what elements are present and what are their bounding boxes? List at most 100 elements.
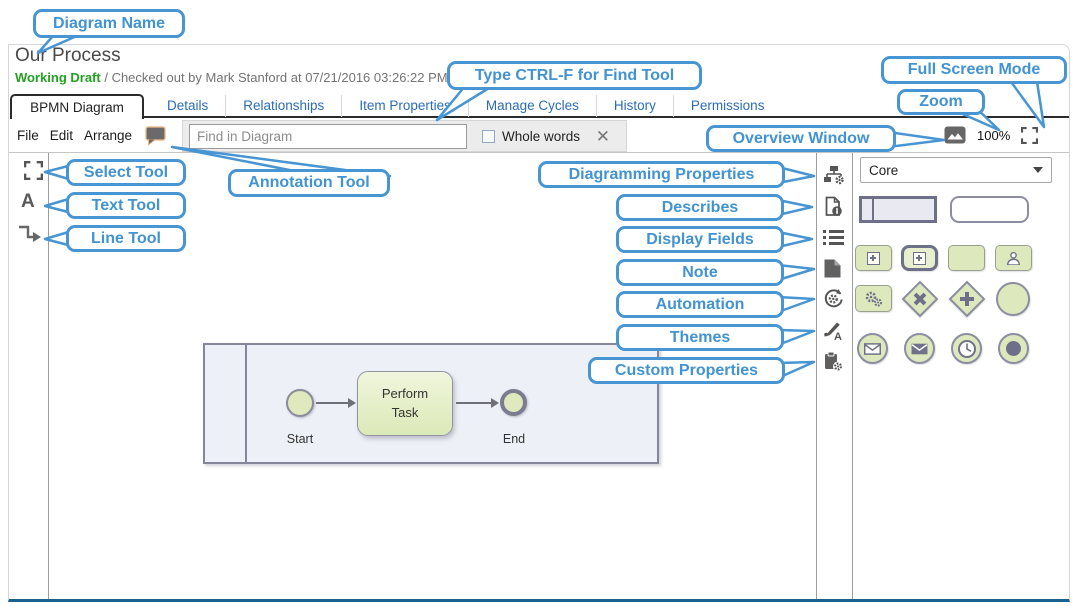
callout-custom-properties: Custom Properties: [588, 357, 785, 384]
text-tool-button[interactable]: A: [21, 191, 35, 213]
tab-details[interactable]: Details: [150, 94, 227, 117]
diagramming-properties-button[interactable]: [823, 165, 845, 187]
palette-shape-user-task[interactable]: [995, 245, 1032, 271]
envelope-filled-icon: [911, 343, 928, 354]
automation-button[interactable]: [823, 288, 845, 310]
display-fields-icon: [823, 230, 844, 245]
plus-box-icon: [913, 251, 926, 265]
palette-shape-start-event[interactable]: [996, 282, 1030, 316]
tab-bar: Details Relationships Item Properties Ma…: [150, 94, 781, 117]
tab-item-properties[interactable]: Item Properties: [342, 94, 469, 117]
whole-words-checkbox[interactable]: [482, 129, 495, 143]
callout-text-tool: Text Tool: [66, 192, 186, 219]
toolbar-separator: [9, 152, 1069, 153]
menu-edit[interactable]: Edit: [49, 128, 74, 143]
bpmn-task[interactable]: Perform Task: [357, 371, 453, 436]
tab-bpmn-diagram[interactable]: BPMN Diagram: [10, 94, 144, 119]
custom-properties-button[interactable]: [823, 351, 845, 373]
callout-find-tool: Type CTRL-F for Find Tool: [447, 61, 702, 90]
palette-shape-terminate-event[interactable]: [998, 333, 1029, 364]
plus-box-icon: [867, 251, 880, 265]
callout-themes: Themes: [616, 324, 784, 351]
speech-bubble-icon: [145, 126, 166, 147]
palette-shape-pool[interactable]: [859, 196, 937, 223]
zoom-level[interactable]: 100%: [977, 127, 1011, 143]
callout-diagramming-properties: Diagramming Properties: [538, 161, 785, 188]
find-toolbar: Whole words ✕: [182, 120, 627, 152]
whole-words-label: Whole words: [502, 128, 581, 144]
canvas-right-divider: [816, 153, 817, 599]
callout-note: Note: [616, 259, 784, 286]
start-event-label: Start: [286, 432, 314, 446]
callout-annotation-tool: Annotation Tool: [228, 169, 390, 197]
palette-shape-message-start-event[interactable]: [857, 333, 888, 364]
menu-file[interactable]: File: [17, 128, 39, 143]
checkout-info: / Checked out by Mark Stanford at 07/21/…: [104, 70, 448, 85]
sequence-flow-2[interactable]: [456, 398, 499, 408]
left-toolbar-divider: [48, 153, 49, 599]
plus-icon: [959, 291, 975, 307]
status-badge: Working Draft: [15, 70, 101, 85]
person-icon: [1006, 251, 1021, 265]
page-title: Our Process: [15, 45, 121, 66]
tab-permissions[interactable]: Permissions: [690, 97, 765, 113]
end-event-label: End: [502, 432, 526, 446]
palette-shape-task[interactable]: [948, 245, 985, 271]
callout-line-tool: Line Tool: [66, 225, 186, 252]
gears-icon: [865, 291, 882, 307]
callout-display-fields: Display Fields: [616, 226, 784, 253]
find-close-icon[interactable]: ✕: [595, 126, 610, 146]
palette-left-divider: [852, 153, 853, 599]
clock-icon: [957, 339, 976, 358]
callout-automation: Automation: [616, 291, 784, 318]
overview-window-icon[interactable]: [944, 126, 966, 144]
display-fields-button[interactable]: [823, 229, 845, 251]
palette-category-value: Core: [869, 162, 899, 178]
svg-text:A: A: [834, 331, 842, 341]
callout-describes: Describes: [616, 194, 784, 221]
chevron-down-icon: [1033, 167, 1043, 173]
line-connector-icon: [19, 225, 41, 242]
line-tool-button[interactable]: [17, 224, 43, 251]
describes-icon: [825, 196, 842, 216]
tab-history[interactable]: History: [597, 94, 674, 117]
callout-overview-window: Overview Window: [706, 125, 896, 152]
text-tool-icon: A: [21, 191, 35, 212]
callout-zoom: Zoom: [897, 89, 985, 115]
palette-shape-rounded-rectangle[interactable]: [950, 196, 1029, 223]
filled-circle-icon: [1006, 341, 1021, 356]
diagramming-properties-icon: [824, 166, 844, 185]
tab-underline: [10, 116, 1069, 118]
callout-diagram-name: Diagram Name: [33, 9, 185, 38]
annotation-tool-button[interactable]: [144, 125, 168, 147]
find-input[interactable]: [189, 123, 467, 149]
fullscreen-icon[interactable]: [1021, 126, 1039, 144]
x-mark-icon: [909, 288, 932, 311]
tab-manage-cycles[interactable]: Manage Cycles: [469, 94, 597, 117]
view-controls: 100%: [944, 126, 1039, 144]
palette-shape-sub-process[interactable]: [855, 245, 892, 271]
select-marquee-icon: [23, 160, 44, 181]
palette-category-select[interactable]: Core: [860, 157, 1052, 183]
custom-properties-icon: [825, 351, 843, 372]
note-button[interactable]: [823, 258, 845, 280]
menubar: File Edit Arrange: [17, 128, 132, 143]
palette-shape-service-task[interactable]: [855, 285, 892, 312]
tab-relationships[interactable]: Relationships: [226, 94, 343, 117]
automation-icon: [824, 289, 843, 308]
sequence-flow-1[interactable]: [316, 398, 356, 408]
select-tool-button[interactable]: [23, 160, 44, 185]
menu-arrange[interactable]: Arrange: [84, 128, 133, 143]
status-line: Working Draft / Checked out by Mark Stan…: [15, 70, 448, 85]
describes-button[interactable]: [823, 196, 845, 218]
themes-button[interactable]: A: [823, 320, 845, 343]
palette-shape-timer-event[interactable]: [951, 333, 982, 364]
palette-shape-call-activity[interactable]: [901, 245, 938, 271]
palette-shape-message-end-event[interactable]: [904, 333, 935, 364]
pool-lane-divider: [245, 345, 247, 462]
bpmn-end-event[interactable]: [500, 389, 527, 416]
bpmn-start-event[interactable]: [286, 389, 314, 417]
envelope-outline-icon: [864, 342, 881, 355]
callout-select-tool: Select Tool: [66, 159, 186, 186]
